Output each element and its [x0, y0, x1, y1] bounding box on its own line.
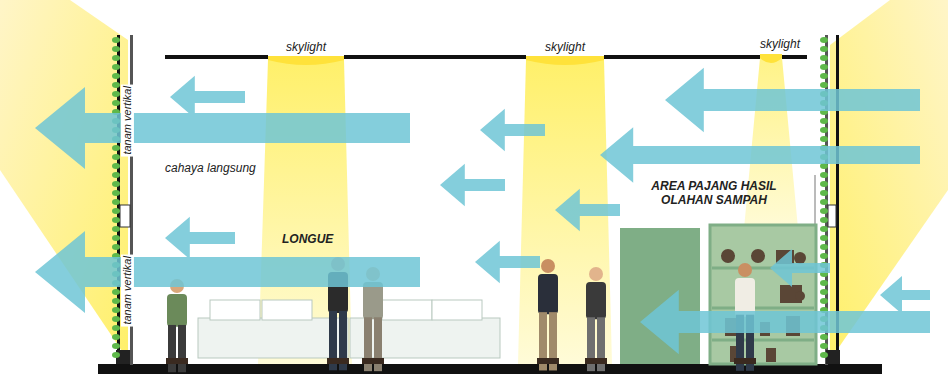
- plant-label: tanam vertikal: [121, 84, 134, 156]
- leaf: [820, 136, 828, 142]
- leaf: [820, 208, 828, 214]
- leaf: [820, 334, 828, 340]
- leaf: [112, 316, 120, 322]
- leaf: [112, 73, 120, 79]
- furniture: [198, 225, 816, 364]
- leaf: [112, 217, 120, 223]
- airflow-arrow: [880, 276, 930, 314]
- leaf: [820, 199, 828, 205]
- light-beams: [0, 0, 948, 364]
- leaf: [820, 73, 828, 79]
- leaf: [820, 235, 828, 241]
- airflow-arrow: [440, 164, 505, 206]
- person: [537, 259, 559, 370]
- leaf: [112, 244, 120, 250]
- leaf: [112, 199, 120, 205]
- leaf: [820, 253, 828, 259]
- airflow-arrow: [770, 249, 830, 287]
- skylight-label: skylight: [545, 41, 585, 55]
- leaf: [820, 181, 828, 187]
- leaf: [820, 46, 828, 52]
- leaf: [820, 352, 828, 358]
- leaf: [112, 298, 120, 304]
- leaf: [112, 226, 120, 232]
- airflow-arrow: [170, 76, 245, 118]
- leaf: [820, 64, 828, 70]
- leaf: [820, 55, 828, 61]
- leaf: [820, 343, 828, 349]
- leaf: [112, 307, 120, 313]
- leaf: [112, 235, 120, 241]
- skylight-label: skylight: [286, 41, 326, 55]
- leaf: [112, 181, 120, 187]
- zone-label: AREA PAJANG HASIL OLAHAN SAMPAH: [627, 180, 802, 208]
- leaf: [112, 91, 120, 97]
- leaf: [112, 154, 120, 160]
- airflow-arrow: [35, 231, 420, 313]
- airflow-arrow: [600, 127, 920, 183]
- leaf: [820, 289, 828, 295]
- person: [585, 267, 607, 371]
- leaf: [820, 82, 828, 88]
- leaf: [112, 37, 120, 43]
- plant-label: tanam vertikal: [121, 254, 134, 326]
- airflow-arrow: [165, 217, 235, 259]
- leaf: [112, 46, 120, 52]
- airflow-arrow: [640, 290, 930, 354]
- leaf: [112, 64, 120, 70]
- leaf: [820, 127, 828, 133]
- leaf: [820, 226, 828, 232]
- airflow-arrow: [475, 241, 540, 283]
- leaf: [820, 298, 828, 304]
- leaf: [112, 325, 120, 331]
- light-label: cahaya langsung: [165, 162, 256, 176]
- leaf: [820, 217, 828, 223]
- leaf: [820, 244, 828, 250]
- leaf: [112, 55, 120, 61]
- leaf: [112, 145, 120, 151]
- zone-label: LONGUE: [282, 233, 333, 247]
- leaf: [112, 343, 120, 349]
- airflow-arrow: [555, 189, 620, 231]
- leaf: [112, 289, 120, 295]
- leaf: [112, 163, 120, 169]
- airflow-arrow: [35, 87, 410, 169]
- leaf: [112, 334, 120, 340]
- airflow-arrow: [665, 68, 920, 132]
- airflow-arrow: [480, 109, 545, 151]
- leaf: [112, 82, 120, 88]
- leaf: [820, 118, 828, 124]
- leaf: [820, 172, 828, 178]
- leaf: [820, 280, 828, 286]
- skylight-label: skylight: [760, 38, 800, 52]
- airflow-arrows: [35, 68, 930, 354]
- leaf: [820, 190, 828, 196]
- person: [166, 279, 188, 372]
- leaf: [112, 100, 120, 106]
- leaf: [820, 37, 828, 43]
- leaf: [112, 172, 120, 178]
- leaf: [112, 352, 120, 358]
- leaf: [112, 190, 120, 196]
- leaf: [112, 208, 120, 214]
